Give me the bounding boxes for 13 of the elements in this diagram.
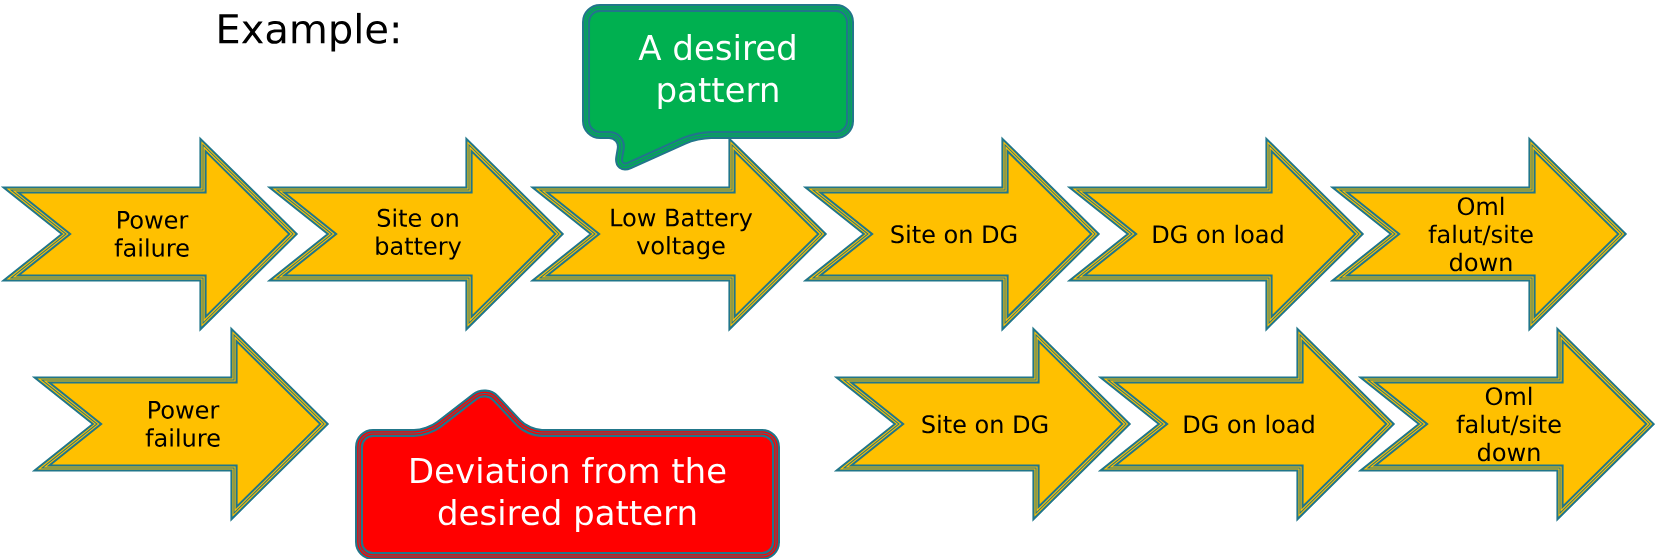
process-step: Oml falut/site down (1329, 136, 1628, 332)
process-step: DG on load (1066, 136, 1365, 332)
process-step: Power failure (0, 136, 299, 332)
callout-bubble: A desired pattern (582, 4, 854, 171)
process-step: Low Battery voltage (529, 136, 828, 332)
process-step: Power failure (31, 326, 330, 522)
process-step: Site on battery (266, 136, 565, 332)
heading: Example: (219, 12, 398, 52)
process-step: Oml falut/site down (1357, 326, 1655, 522)
process-step: Site on DG (833, 326, 1132, 522)
process-step: DG on load (1097, 326, 1396, 522)
process-step: Site on DG (802, 136, 1101, 332)
callout-bubble: Deviation from the desired pattern (355, 389, 780, 559)
